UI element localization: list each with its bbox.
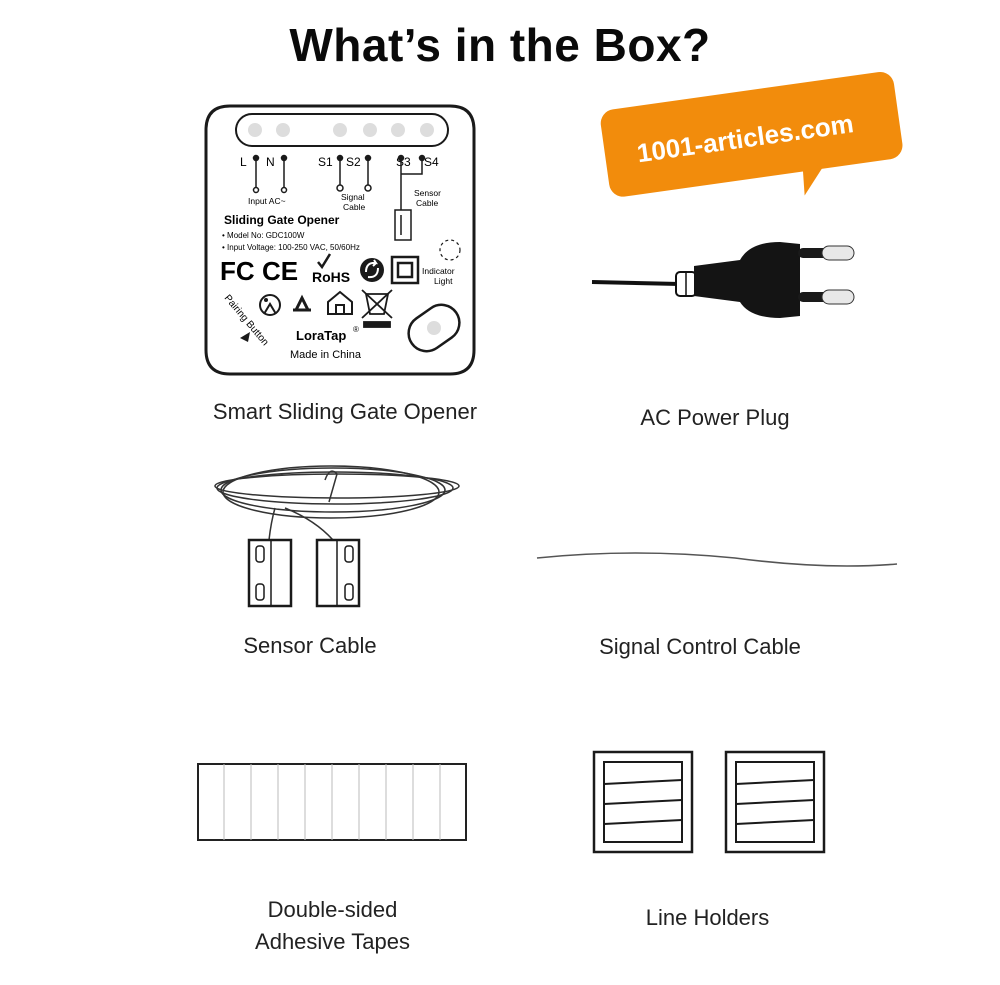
ce-mark-icon: CE <box>262 256 298 286</box>
page-title: What’s in the Box? <box>289 19 711 71</box>
caption-line-holders: Line Holders <box>645 905 770 930</box>
sensor-magnet-right <box>315 538 361 608</box>
indicator-light-icon <box>439 239 461 261</box>
terminal-label-s4: S4 <box>424 155 439 169</box>
double-insulation-icon <box>390 255 420 285</box>
caption-gate-opener: Smart Sliding Gate Opener <box>212 399 478 424</box>
watermark-badge-tail <box>802 164 825 196</box>
signal-wire <box>536 552 898 567</box>
plug-pin-sleeve <box>798 248 828 258</box>
recycle-icon <box>293 294 311 312</box>
fcc-mark-icon: FC <box>220 256 255 286</box>
terminal-label-s2: S2 <box>346 155 361 169</box>
caption-adhesive-tapes: Double-sided Adhesive Tapes <box>200 894 465 958</box>
sensor-cable-label-2: Cable <box>416 198 438 208</box>
mounting-screw-hole <box>427 321 441 335</box>
device-housing <box>204 104 476 376</box>
pairing-arrow-icon <box>240 332 250 342</box>
terminal-label-l: L <box>240 155 247 169</box>
model-number: • Model No: GDC100W <box>222 231 305 240</box>
adhesive-tapes-illustration <box>197 763 467 841</box>
crossed-bin-icon <box>361 289 393 328</box>
terminal-screw <box>276 123 290 137</box>
terminal-label-s1: S1 <box>318 155 333 169</box>
coiled-cable <box>214 465 460 541</box>
terminal-label-n: N <box>266 155 275 169</box>
wiring-schematic <box>252 154 426 241</box>
signal-control-cable-illustration <box>536 552 898 567</box>
caption-sensor-cable: Sensor Cable <box>243 633 377 658</box>
ac-power-plug-illustration <box>591 242 855 318</box>
watermark-badge: 1001-articles.com <box>600 71 903 197</box>
caption-signal-cable: Signal Control Cable <box>599 634 801 659</box>
plug-pin-top <box>821 245 855 261</box>
caption-tapes-line-2: Adhesive Tapes <box>255 929 410 954</box>
signal-cable-label-2: Cable <box>343 202 365 212</box>
line-holder-left <box>592 750 694 854</box>
signal-cable-label-1: Signal <box>341 192 365 202</box>
input-ac-label: Input AC~ <box>248 196 286 206</box>
terminal-screw <box>363 123 377 137</box>
product-name-label: Sliding Gate Opener <box>224 213 340 227</box>
tape-dividers <box>223 764 441 840</box>
watermark-badge-shape <box>600 71 903 197</box>
caption-power-plug: AC Power Plug <box>640 405 790 430</box>
sensor-cable-label-1: Sensor <box>414 188 441 198</box>
terminal-screw <box>420 123 434 137</box>
indicator-label-2: Light <box>434 276 453 286</box>
line-holder-right <box>724 750 826 854</box>
gate-opener-device-illustration: L N S1 S2 S3 S4 Input AC~ Signal Cable S… <box>204 104 476 376</box>
house-icon <box>327 290 353 315</box>
brand-label: LoraTap <box>296 328 346 343</box>
sensor-magnet-left <box>247 538 293 608</box>
indicator-label-1: Indicator <box>422 266 455 276</box>
plug-cord <box>591 280 681 286</box>
rohs-mark-icon: RoHS <box>312 269 350 285</box>
recycle-circle-icon <box>360 258 384 282</box>
line-holders-illustration <box>592 750 826 854</box>
brand-registered-mark: ® <box>353 325 359 334</box>
tidy-man-icon <box>259 294 281 316</box>
terminal-screw <box>248 123 262 137</box>
plug-body <box>694 242 800 318</box>
terminal-screw <box>333 123 347 137</box>
rohs-check-icon <box>317 253 332 270</box>
terminal-screw <box>391 123 405 137</box>
made-in-label: Made in China <box>290 349 362 361</box>
plug-pin-bottom <box>821 289 855 305</box>
plug-pin-sleeve <box>798 292 828 302</box>
caption-tapes-line-1: Double-sided <box>267 897 398 922</box>
input-voltage: • Input Voltage: 100-250 VAC, 50/60Hz <box>222 243 360 252</box>
sensor-cable-illustration <box>214 465 460 608</box>
